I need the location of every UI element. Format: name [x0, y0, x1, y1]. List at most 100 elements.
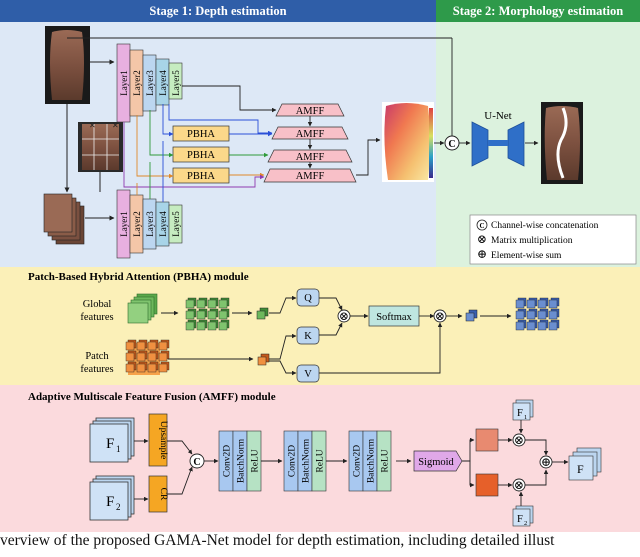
legend-concat-icon [476, 219, 488, 231]
stage1-header [0, 0, 436, 22]
patch-encoder: Layer1 Layer2 Layer3 Layer4 Layer5 [116, 189, 183, 259]
k-to-matmul-arrow [319, 322, 343, 336]
grid-cell [537, 321, 547, 331]
patch-features-label-2: features [80, 364, 113, 375]
amff-conv2d-label: Conv2D [288, 445, 298, 477]
unet-block [471, 121, 525, 167]
grid-cell [537, 310, 547, 320]
grid-cell [526, 299, 536, 309]
sigmoid-box [413, 450, 463, 472]
global-token [256, 307, 269, 320]
amff-block-4 [263, 168, 357, 183]
global-layer5-label: Layer5 [171, 70, 181, 96]
f2-small-sub: 2 [524, 520, 527, 527]
grid-cell [515, 299, 525, 309]
f1-input-small: F 1 [512, 399, 534, 421]
v-box [296, 364, 320, 383]
amff-batchnorm-label: BatchNorm [302, 438, 312, 483]
pbha-section-title: Patch-Based Hybrid Attention (PBHA) modu… [28, 271, 249, 283]
patch-features-label-1: Patch [85, 351, 109, 362]
global-encoder: Layer1 Layer2 Layer3 Layer4 Layer5 [116, 43, 183, 123]
amff-block-2-label: AMFF [296, 129, 325, 140]
grid-cell [207, 321, 217, 331]
grid-cell [136, 341, 146, 351]
patch-layer5 [168, 204, 183, 244]
grid-cell [218, 299, 228, 309]
grid-cell [185, 299, 195, 309]
layer4-to-amff-arrow [168, 104, 273, 136]
cr-label: CR [158, 488, 168, 501]
cr-to-concat-arrow [167, 466, 193, 495]
pbha-block-3-label: PBHA [187, 171, 215, 182]
output-token [465, 309, 478, 322]
amff-concat-symbol: C [193, 457, 200, 468]
f1-small-sub: 1 [524, 414, 527, 421]
stage1-title: Stage 1: Depth estimation [149, 4, 286, 18]
amff-block-3 [267, 149, 353, 163]
amff-relu-label: ReLU [251, 449, 261, 472]
q-box [296, 288, 320, 307]
grid-cell [548, 321, 558, 331]
patch-layer3-label: Layer3 [145, 211, 155, 237]
grid-cell [147, 352, 157, 362]
grid-cell [515, 310, 525, 320]
matmul-op-symbol-1: ⊗ [339, 309, 349, 323]
f2-label: F [106, 494, 114, 510]
grid-cell [125, 363, 135, 373]
upsample-box [148, 413, 168, 467]
amff-batchnorm-label: BatchNorm [237, 438, 247, 483]
q-to-matmul-arrow [319, 297, 343, 311]
grid-cell [147, 341, 157, 351]
token-to-v-arrow [269, 360, 297, 376]
grid-cell [218, 310, 228, 320]
stage2-title: Stage 2: Morphology estimation [453, 4, 624, 18]
grid-cell [147, 363, 157, 373]
grid-cell [136, 363, 146, 373]
grid-cell [218, 321, 228, 331]
legend-sum-icon: ⊕ [477, 247, 487, 261]
layer1-skip-arrow [123, 122, 265, 188]
amff-block-1 [275, 103, 345, 117]
sigmoid-to-bottom-arrow [462, 460, 475, 488]
patch-stack-photos [43, 193, 85, 245]
k-box [296, 326, 320, 345]
figure-caption: verview of the proposed GAMA-Net model f… [0, 532, 555, 549]
grid-cell [196, 310, 206, 320]
grid-cell [185, 310, 195, 320]
matmul1-to-sum-arrow [525, 439, 549, 456]
svg-text:✕: ✕ [89, 121, 96, 130]
morphology-output-image [541, 102, 583, 184]
upsample-to-concat-arrow [167, 440, 193, 455]
input-back-photo [45, 26, 90, 104]
token-to-q-arrow [269, 295, 297, 314]
patch-grid-photo: ✕ ✕ [78, 121, 123, 172]
sigmoid-label: Sigmoid [418, 457, 454, 468]
amff-section-title: Adaptive Multiscale Feature Fusion (AMFF… [28, 391, 276, 403]
upsample-label: Upsample [158, 421, 168, 460]
softmax-label: Softmax [376, 312, 412, 323]
grid-cell [158, 341, 168, 351]
legend-matmul-text: Matrix multiplication [491, 236, 573, 246]
global-layer2-label: Layer2 [132, 70, 142, 95]
legend-matmul-icon: ⊗ [477, 232, 487, 246]
grid-cell [158, 352, 168, 362]
v-label: V [304, 369, 312, 380]
patch-feature-grid [125, 339, 170, 373]
grid-cell [207, 299, 217, 309]
weight-map-2 [475, 473, 499, 497]
f2-sub: 2 [116, 502, 121, 512]
patch-layer5-label: Layer5 [171, 211, 181, 237]
f2-block: F 2 [89, 475, 135, 521]
q-label: Q [304, 293, 312, 304]
f2-small-label: F [517, 514, 523, 525]
depth-map-image [382, 102, 434, 182]
unet-label: U-Net [484, 110, 512, 122]
layer5-to-amff-arrow [182, 85, 277, 113]
grid-cell [537, 299, 547, 309]
global-patch-grid [185, 297, 230, 331]
matmul-op-symbol-2: ⊗ [435, 309, 445, 323]
grid-cell [185, 321, 195, 331]
amff-conv2d-label: Conv2D [353, 445, 363, 477]
output-patch-grid [515, 297, 560, 331]
